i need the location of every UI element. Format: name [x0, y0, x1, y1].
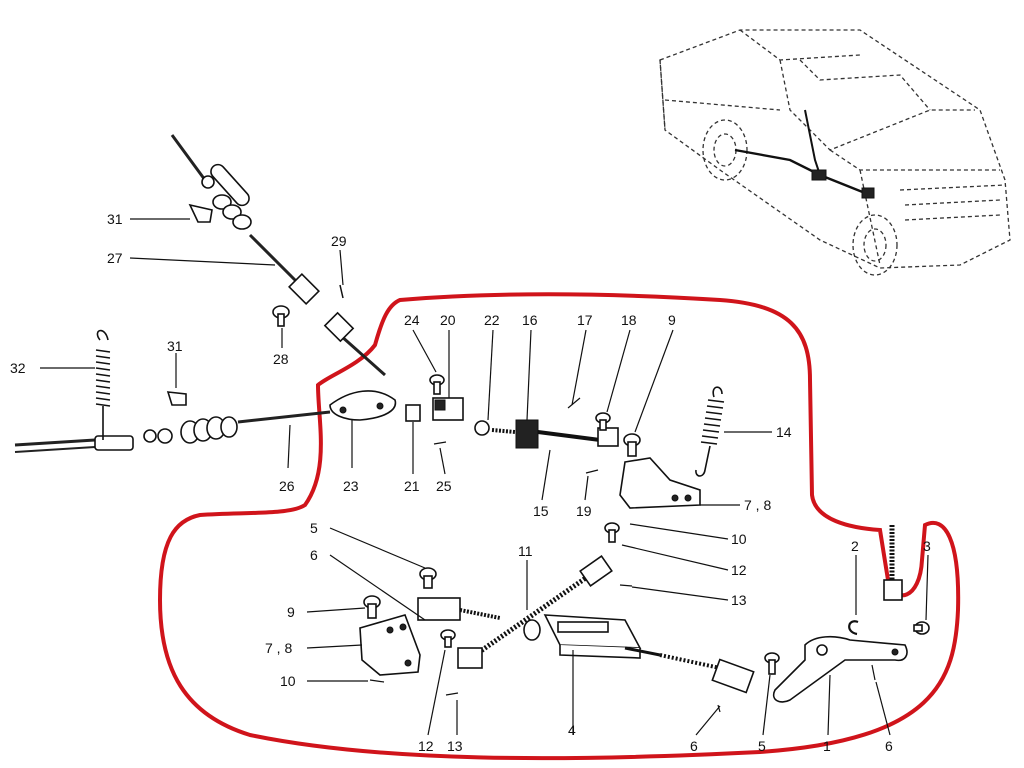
- label-19: 19: [576, 503, 592, 519]
- leader-lines: [40, 218, 929, 736]
- label-17: 17: [577, 312, 593, 328]
- label-12-upper: 12: [731, 562, 747, 578]
- label-1: 1: [823, 738, 831, 754]
- label-3: 3: [923, 538, 931, 554]
- label-13-upper: 13: [731, 592, 747, 608]
- truck-illustration: [659, 29, 1011, 276]
- label-31-upper: 31: [107, 211, 123, 227]
- label-6-right: 6: [885, 738, 893, 754]
- label-2: 2: [851, 538, 859, 554]
- label-21: 21: [404, 478, 420, 494]
- label-32: 32: [10, 360, 26, 376]
- label-7-8-upper: 7 , 8: [744, 497, 771, 513]
- label-7-8-lower: 7 , 8: [265, 640, 292, 656]
- label-9-lower: 9: [287, 604, 295, 620]
- highlight-outline: [157, 292, 961, 761]
- label-6-bottom: 6: [690, 738, 698, 754]
- label-23: 23: [343, 478, 359, 494]
- label-29: 29: [331, 233, 347, 249]
- label-11: 11: [518, 543, 533, 559]
- adjuster-linkage: [405, 374, 619, 474]
- label-10-upper: 10: [731, 531, 747, 547]
- rear-cable-assembly: [14, 329, 397, 453]
- label-28: 28: [273, 351, 289, 367]
- label-27: 27: [107, 250, 123, 266]
- label-26: 26: [279, 478, 295, 494]
- label-6-left: 6: [310, 547, 318, 563]
- label-16: 16: [522, 312, 538, 328]
- label-10-lower: 10: [280, 673, 296, 689]
- label-24: 24: [404, 312, 420, 328]
- label-25: 25: [436, 478, 452, 494]
- callout-labels: 31 27 29 28 32 31 26 23 24 20 22 16 17 1…: [10, 211, 931, 754]
- upper-cable-assembly: [170, 134, 386, 377]
- label-20: 20: [440, 312, 456, 328]
- label-18: 18: [621, 312, 637, 328]
- upper-bracket-spring: [619, 386, 725, 509]
- label-22: 22: [484, 312, 500, 328]
- label-13-lower: 13: [447, 738, 463, 754]
- label-31-lower: 31: [167, 338, 183, 354]
- label-9-upper: 9: [668, 312, 676, 328]
- label-5-left: 5: [310, 520, 318, 536]
- label-5-bottom: 5: [758, 738, 766, 754]
- label-15: 15: [533, 503, 549, 519]
- label-12-lower: 12: [418, 738, 434, 754]
- lower-linkage: [359, 522, 930, 713]
- label-4: 4: [568, 722, 576, 738]
- label-14: 14: [776, 424, 792, 440]
